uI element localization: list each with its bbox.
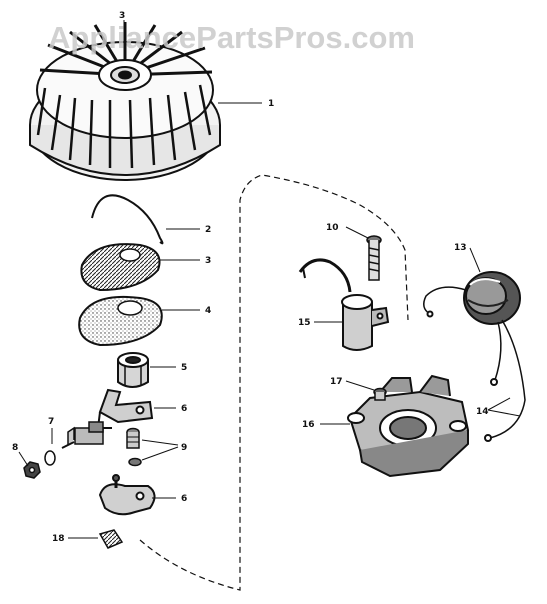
leader-line-9b xyxy=(141,446,179,461)
watermark: AppliancePartsPros.com xyxy=(48,20,415,55)
callout-8: 8 xyxy=(12,443,18,453)
felt-wick xyxy=(98,529,124,549)
callout-6a: 6 xyxy=(181,404,187,414)
leader-line-13 xyxy=(469,247,481,273)
terminal-screw xyxy=(61,421,104,449)
callout-18: 18 xyxy=(52,534,65,544)
leader-line-9a xyxy=(141,439,179,446)
stator-screw xyxy=(373,387,387,401)
leader-line-10 xyxy=(345,226,369,239)
breaker-point-base xyxy=(98,474,156,516)
cam-bushing xyxy=(117,352,149,388)
flywheel xyxy=(29,22,221,181)
coil-screw xyxy=(366,235,382,281)
callout-10: 10 xyxy=(326,223,339,233)
leader-line-8 xyxy=(18,451,29,467)
callout-19: 3 xyxy=(119,11,125,21)
leader-line-17 xyxy=(345,380,375,391)
callout-16: 16 xyxy=(302,420,315,430)
callout-6b: 6 xyxy=(181,494,187,504)
callout-4: 4 xyxy=(205,306,211,316)
leader-line-14b xyxy=(487,409,521,417)
breaker-point-arm xyxy=(96,388,154,429)
callout-7: 7 xyxy=(48,417,54,427)
callout-1: 1 xyxy=(268,99,274,109)
ignition-coil xyxy=(423,271,526,442)
spring-clip xyxy=(91,194,164,245)
callout-17: 17 xyxy=(330,377,343,387)
assembly-dashed-line xyxy=(139,174,409,591)
callout-15: 15 xyxy=(298,318,311,328)
leader-line-14a xyxy=(487,397,511,411)
callout-14: 14 xyxy=(476,407,489,417)
dust-cover xyxy=(80,243,161,292)
condenser xyxy=(298,258,390,351)
callout-3: 3 xyxy=(205,256,211,266)
callout-9: 9 xyxy=(181,443,187,453)
gasket xyxy=(78,295,163,347)
washer xyxy=(44,450,56,466)
callout-5: 5 xyxy=(181,363,187,373)
callout-2: 2 xyxy=(205,225,211,235)
callout-13: 13 xyxy=(454,243,467,253)
mounting-screws xyxy=(126,427,142,467)
stator-plate xyxy=(347,374,470,478)
